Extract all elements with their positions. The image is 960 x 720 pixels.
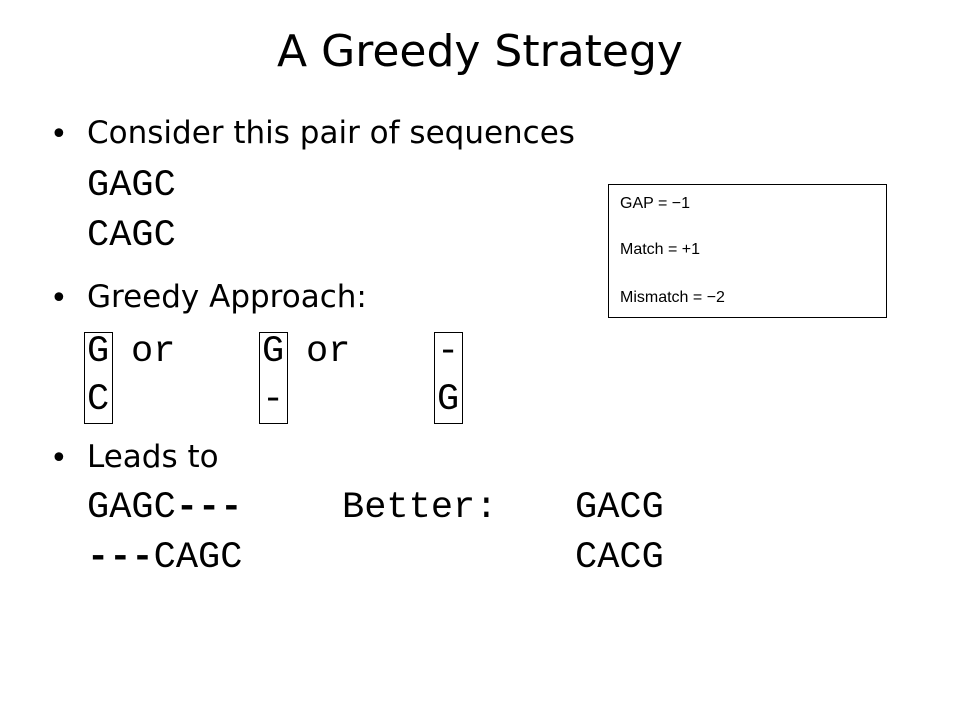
option-box-3 <box>434 332 463 424</box>
alignment-gaps: --- <box>87 537 154 579</box>
mismatch-score: Mismatch = −2 <box>620 289 725 306</box>
scoring-legend: GAP = −1 Match = +1 Mismatch = −2 <box>608 184 887 318</box>
option-3-bottom: G <box>437 379 460 421</box>
alignment-sequence: GAGC <box>87 487 176 529</box>
option-2-bottom: - <box>262 379 285 421</box>
bullet-greedy: Greedy Approach: <box>87 279 367 315</box>
or-label-1: or <box>131 331 176 373</box>
gap-score: GAP = −1 <box>620 195 690 212</box>
sequence-1: GAGC <box>87 165 176 207</box>
option-box-2 <box>259 332 288 424</box>
option-3-top: - <box>437 331 460 373</box>
sequence-2: CAGC <box>87 215 176 257</box>
greedy-alignment-bottom: ---CAGC <box>87 540 242 577</box>
bullet-leads-to: Leads to <box>87 439 219 475</box>
or-label-2: or <box>306 331 351 373</box>
bullet-marker: • <box>50 117 68 152</box>
alignment-sequence: CAGC <box>153 537 243 579</box>
option-2-top: G <box>262 331 285 373</box>
slide-title: A Greedy Strategy <box>277 26 683 77</box>
option-1-bottom: C <box>87 379 110 421</box>
bullet-marker: • <box>50 441 68 476</box>
better-label: Better: <box>342 487 498 529</box>
greedy-alignment-top: GAGC--- <box>87 490 242 527</box>
match-score: Match = +1 <box>620 241 701 258</box>
option-box-1 <box>84 332 113 424</box>
bullet-marker: • <box>50 281 68 316</box>
better-alignment-top: GACG <box>575 487 664 529</box>
better-alignment-bottom: CACG <box>575 537 664 579</box>
option-1-top: G <box>87 331 110 373</box>
alignment-gaps: --- <box>175 487 243 529</box>
bullet-consider: Consider this pair of sequences <box>87 115 575 151</box>
